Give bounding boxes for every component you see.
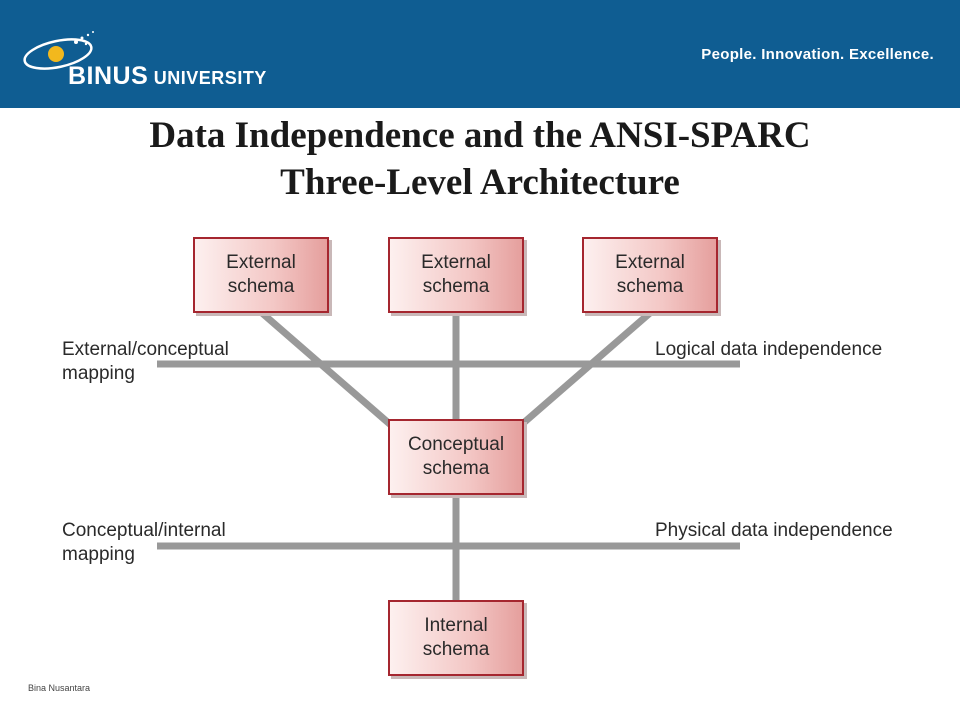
binus-logo-icon	[23, 31, 94, 70]
label-physical-data-independence: Physical data independence	[655, 520, 893, 541]
label-external-conceptual-mapping: External/conceptual mapping	[62, 339, 229, 384]
header-band: BINUS UNIVERSITY People. Innovation. Exc…	[0, 0, 960, 108]
external-schema-box-3: External schema	[582, 237, 718, 313]
connector-external-1	[259, 310, 395, 429]
footer-note: Bina Nusantara	[28, 683, 91, 693]
slide-title: Data Independence and the ANSI-SPARC Thr…	[0, 112, 960, 206]
tagline: People. Innovation. Excellence.	[701, 46, 934, 63]
slide-title-line-2: Three-Level Architecture	[280, 162, 680, 203]
logo-text: BINUS UNIVERSITY	[68, 62, 267, 90]
label-logical-data-independence: Logical data independence	[655, 339, 883, 360]
slide-title-line-1: Data Independence and the ANSI-SPARC	[149, 115, 811, 156]
external-schema-box-2: External schema	[388, 237, 524, 313]
internal-schema-box: Internal schema	[388, 600, 524, 676]
conceptual-schema-box: Conceptual schema	[388, 419, 524, 495]
external-schema-box-1: External schema	[193, 237, 329, 313]
label-conceptual-internal-mapping: Conceptual/internal mapping	[62, 520, 226, 565]
connector-external-3	[517, 310, 653, 429]
